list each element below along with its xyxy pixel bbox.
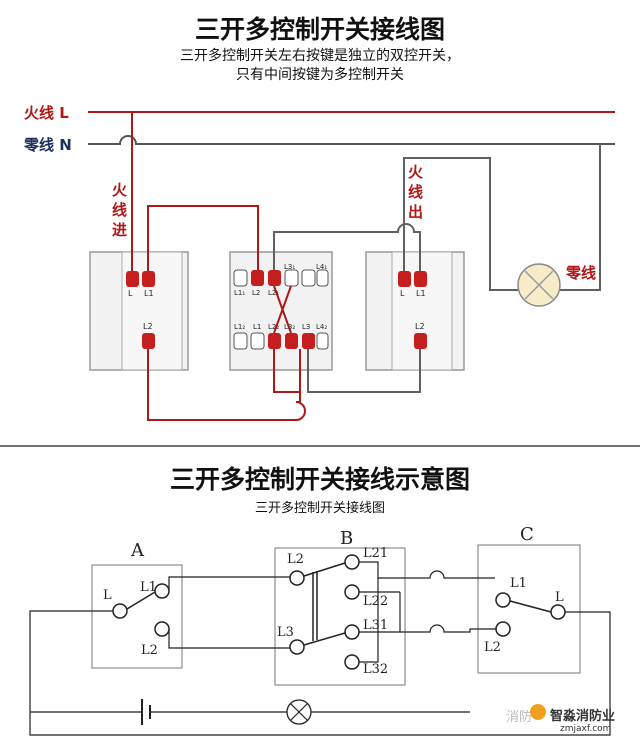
- right-terminal-L: [398, 271, 411, 287]
- switch-b-label-L32: L32: [363, 662, 389, 677]
- left-term-label-L1: L1: [144, 289, 154, 298]
- wire-mid-to-right-L2: [307, 349, 404, 393]
- neutral-wire-label: 零线 N: [24, 136, 72, 154]
- left-terminal-L: [126, 271, 139, 287]
- left-term-label-L2: L2: [143, 322, 153, 331]
- mid-bot-label-1: L1: [253, 323, 262, 331]
- lamp-icon: [517, 263, 561, 307]
- switch-b-label-L3: L3: [277, 625, 294, 640]
- left-terminal-L2: [142, 333, 155, 349]
- right-term-label-L1: L1: [416, 289, 426, 298]
- mid-top-label-4: L4₁: [316, 263, 328, 271]
- top-subtitle-line1: 三开多控制开关左右按键是独立的双控开关，: [180, 48, 460, 64]
- switch-c-label-L1: L1: [510, 576, 527, 591]
- right-term-label-L: L: [400, 289, 405, 298]
- mid-bot-label-4: L3: [302, 323, 311, 331]
- switch-a-box: [91, 564, 183, 669]
- watermark: 消防 智淼消防业 zmjaxf.com: [480, 700, 630, 740]
- right-terminal-L1: [414, 271, 427, 287]
- switch-b-label-L2: L2: [287, 552, 304, 567]
- wire-left-L1-to-mid: [147, 205, 259, 271]
- neutral-bus-wire: [88, 135, 615, 145]
- live-in-label: 火线进: [112, 181, 128, 239]
- mid-bot-label-3: L3₂: [284, 323, 296, 331]
- switch-a-label-L1: L1: [140, 580, 157, 595]
- switch-b-name: B: [340, 528, 354, 549]
- schematic-lamp-icon: [286, 699, 312, 725]
- watermark-url: zmjaxf.com: [560, 724, 612, 734]
- mid-bot-label-0: L1₂: [234, 323, 246, 331]
- switch-c-label-L2: L2: [484, 640, 501, 655]
- left-switch-panel: [89, 251, 189, 371]
- watermark-brand: 智淼消防业: [550, 709, 616, 724]
- watermark-logo-icon: [530, 704, 546, 720]
- wire-left-L2-to-mid: [147, 349, 306, 421]
- right-term-label-L2: L2: [415, 322, 425, 331]
- mid-top-label-0: L1₁: [234, 289, 246, 297]
- switch-a-name: A: [131, 540, 144, 561]
- top-subtitle-line2: 只有中间按键为多控制开关: [236, 67, 404, 83]
- bottom-subtitle: 三开多控制开关接线图: [254, 501, 385, 516]
- mid-bot-label-2: L2₂: [268, 323, 280, 331]
- live-out-label: 火线出: [408, 163, 424, 221]
- lamp-neutral-wire: [558, 144, 601, 291]
- switch-b-label-L31: L31: [363, 618, 389, 633]
- bottom-title: 三开多控制开关接线示意图: [169, 465, 470, 494]
- switch-b-label-L22: L22: [363, 594, 389, 609]
- live-out-wire: [403, 157, 520, 291]
- mid-bot-label-5: L4₂: [316, 323, 328, 331]
- mid-top-label-3: L3₁: [284, 263, 296, 271]
- left-term-label-L: L: [128, 289, 133, 298]
- switch-a-label-L: L: [103, 588, 112, 603]
- left-terminal-L1: [142, 271, 155, 287]
- mid-top-label-2: L2₁: [268, 289, 280, 297]
- live-wire-label: 火线 L: [24, 104, 69, 122]
- right-switch-panel: [365, 251, 465, 371]
- switch-b-box: [274, 547, 406, 686]
- mid-lower-wire: [273, 349, 300, 393]
- watermark-faded-text: 消防: [506, 710, 533, 725]
- right-terminal-L2: [414, 333, 427, 349]
- lamp-neutral-label: 零线: [566, 264, 597, 282]
- mid-top-label-1: L2: [252, 289, 261, 297]
- switch-c-name: C: [520, 524, 534, 545]
- switch-c-label-L: L: [555, 590, 564, 605]
- switch-c-box: [477, 544, 581, 674]
- switch-b-label-L21: L21: [363, 546, 389, 561]
- wire-mid-to-right-L1: [273, 223, 421, 271]
- cross-wire-2: [273, 285, 292, 334]
- top-title: 三开多控制开关接线图: [194, 15, 445, 44]
- switch-a-label-L2: L2: [141, 643, 158, 658]
